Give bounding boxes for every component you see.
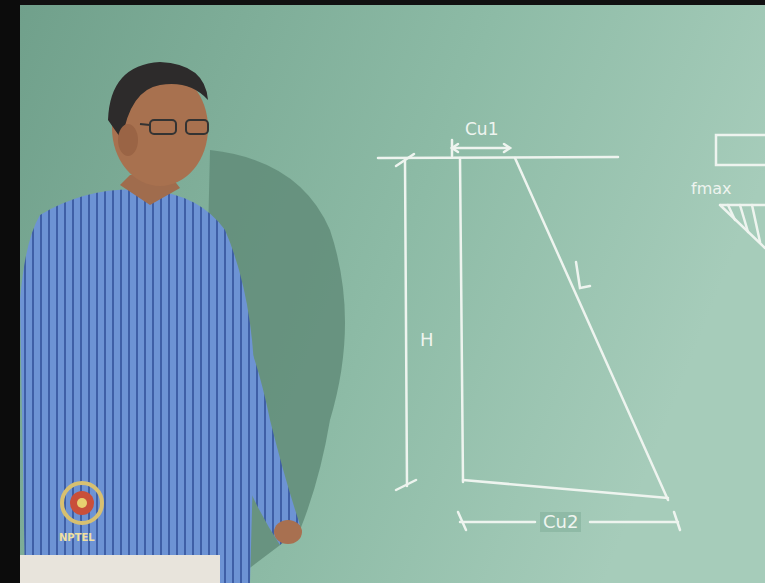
dimension-label: Cu2 [540, 512, 581, 532]
dimension-label: Cu1 [462, 120, 501, 139]
lecturer [20, 62, 302, 583]
top-frame [0, 0, 765, 5]
logo-text: NPTEL [56, 532, 98, 544]
dimension-label: H [417, 330, 437, 350]
left-frame [0, 0, 20, 583]
nptel-logo [62, 483, 102, 523]
stress-label: fmax [688, 180, 735, 198]
trapezoid-sketch [378, 135, 765, 530]
